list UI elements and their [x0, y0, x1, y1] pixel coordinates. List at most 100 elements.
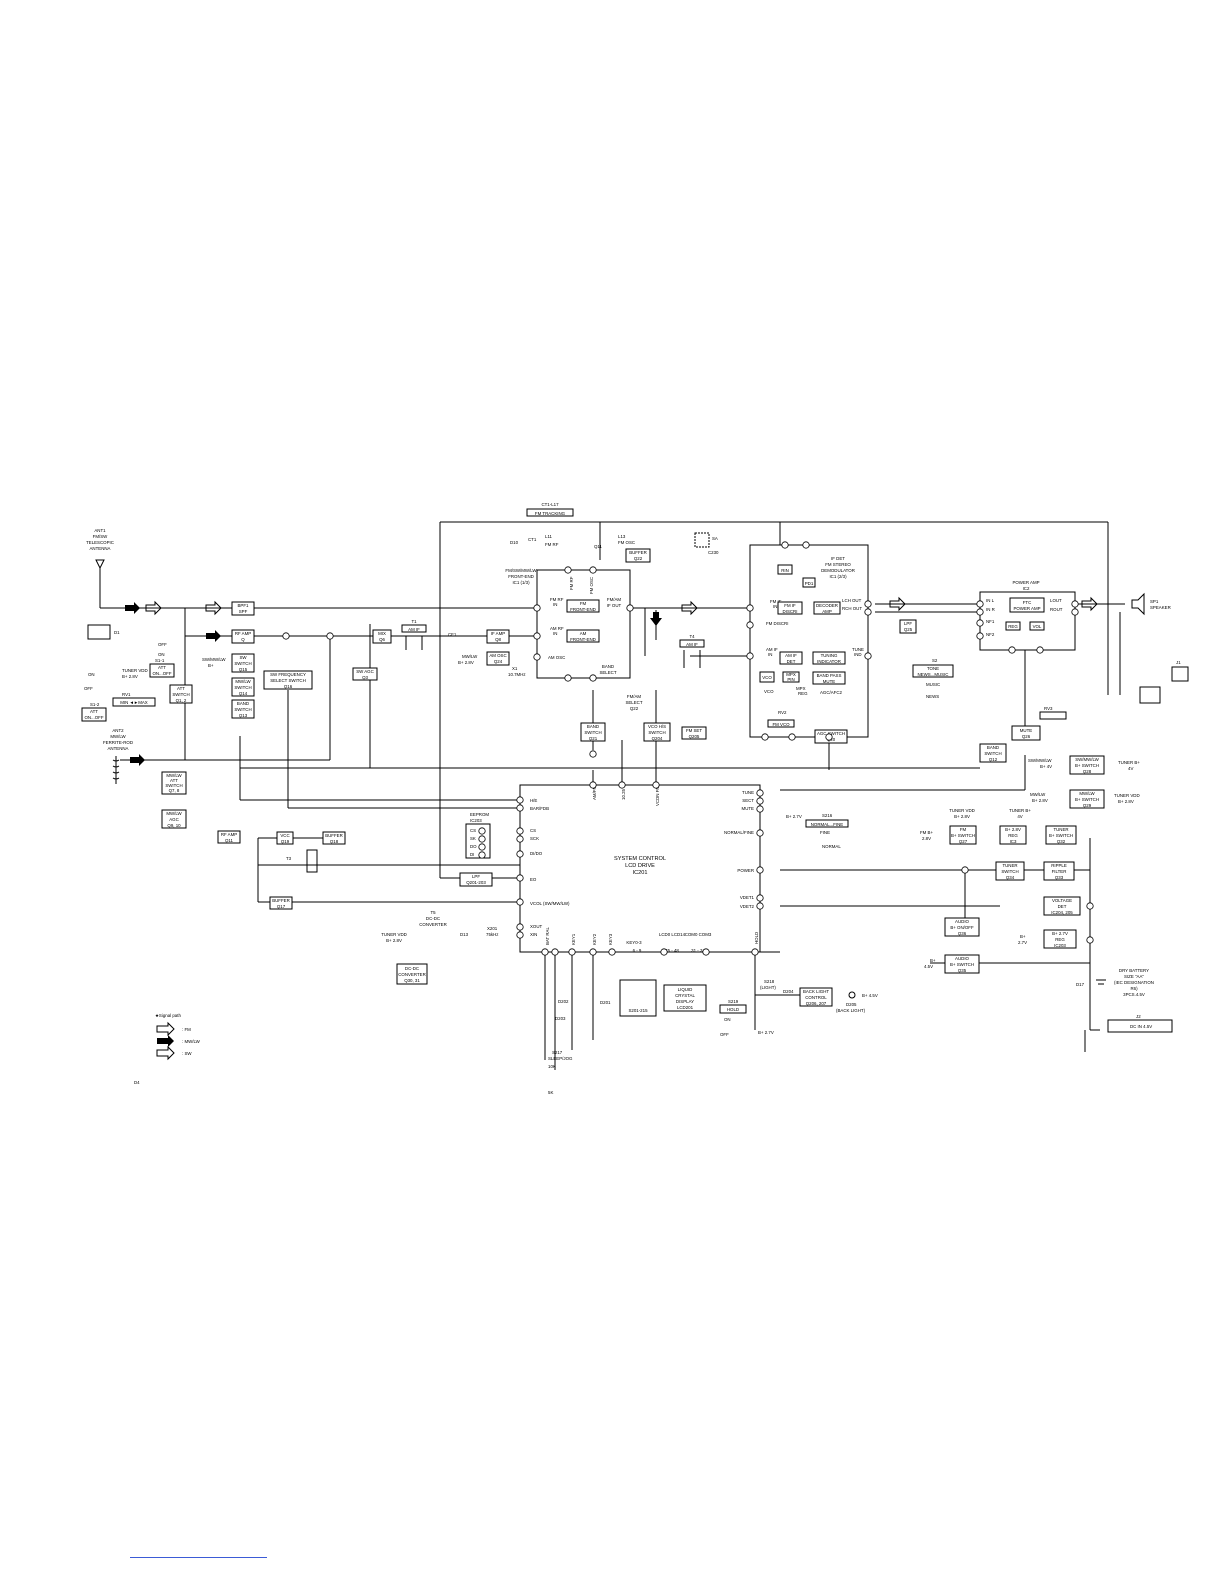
svg-text:SW: SW: [239, 655, 247, 660]
svg-text:ON: ON: [158, 652, 165, 657]
svg-text:FM IF: FM IF: [770, 599, 782, 604]
svg-text:T3: T3: [286, 856, 292, 861]
svg-text:FTC: FTC: [1023, 600, 1032, 605]
pin-marker: [568, 948, 576, 956]
rv3-volume: RV3: [1039, 706, 1067, 720]
svg-text:: MW/LW: : MW/LW: [182, 1039, 201, 1044]
svg-text:FM/SW/MW/LW: FM/SW/MW/LW: [505, 568, 537, 573]
svg-text:TUNE: TUNE: [852, 647, 864, 652]
svg-text:PIN: PIN: [787, 677, 794, 682]
svg-text:FM/AM: FM/AM: [627, 694, 641, 699]
svg-text:AMP: AMP: [822, 609, 832, 614]
svg-text:PD1: PD1: [805, 581, 814, 586]
svg-text:FERRITE-ROD: FERRITE-ROD: [103, 740, 133, 745]
svg-text:ATT: ATT: [170, 778, 178, 783]
svg-text:SPF: SPF: [239, 609, 248, 614]
lpf-q201: LPF Q201-203: [459, 872, 493, 887]
svg-text:AM IF: AM IF: [686, 642, 698, 647]
svg-text:IC2: IC2: [1023, 586, 1030, 591]
svg-text:MPX: MPX: [786, 672, 796, 677]
svg-text:4V: 4V: [1128, 766, 1133, 771]
ic1-demodulator: IF DET FM STEREO DEMODULATOR IC1 (2/3) R…: [749, 544, 869, 738]
dc-in-j2: J2 DC IN 4.5V: [1107, 1014, 1173, 1033]
svg-text:Q3: Q3: [362, 675, 368, 680]
svg-text:(LIGHT): (LIGHT): [760, 985, 776, 990]
svg-text:FRONT-END: FRONT-END: [570, 607, 596, 612]
pin-marker: [564, 566, 572, 574]
svg-text:IF OUT: IF OUT: [607, 603, 622, 608]
pin-marker: [961, 866, 969, 874]
lpf-q25: LPF Q25: [899, 619, 917, 634]
svg-text:TUNER B+: TUNER B+: [1009, 808, 1031, 813]
pin-marker: [516, 898, 524, 906]
d1-bridge: D1: [87, 624, 120, 640]
svg-text:HOLD: HOLD: [754, 932, 759, 944]
svg-text:CT1: CT1: [528, 537, 537, 542]
svg-text:35 - 48: 35 - 48: [665, 948, 679, 953]
rf-amp-q11: RF AMP Q11: [217, 830, 241, 844]
svg-text:AGC/AFC2: AGC/AFC2: [820, 690, 843, 695]
svg-text:FM: FM: [960, 827, 967, 832]
mute-q26: MUTE Q26: [1011, 725, 1041, 741]
pin-marker: [516, 850, 524, 858]
svg-text:Q: Q: [241, 637, 245, 642]
svg-text:MW/LW: MW/LW: [235, 679, 251, 684]
svg-text:IN: IN: [768, 652, 772, 657]
svg-text:BAND: BAND: [237, 701, 249, 706]
svg-text:MUSIC: MUSIC: [926, 682, 940, 687]
svg-text:Q27: Q27: [959, 839, 968, 844]
svg-text:D202: D202: [558, 999, 569, 1004]
svg-text:SPEAKER: SPEAKER: [1150, 605, 1171, 610]
svg-text:B+ 2.7V: B+ 2.7V: [758, 1030, 774, 1035]
svg-text:RIPPLE: RIPPLE: [1051, 863, 1067, 868]
svg-text:BAR/FDB: BAR/FDB: [530, 806, 549, 811]
svg-text:SW AGC: SW AGC: [356, 669, 374, 674]
svg-text:Q34: Q34: [1006, 875, 1015, 880]
svg-text:75kHz: 75kHz: [486, 932, 498, 937]
svg-text:SW/MW/LW: SW/MW/LW: [202, 657, 226, 662]
svg-text:S201-215: S201-215: [628, 1008, 648, 1013]
svg-text:SWITCH: SWITCH: [234, 661, 251, 666]
svg-text:NF1: NF1: [986, 619, 995, 624]
svg-text:SELECT: SELECT: [625, 700, 642, 705]
svg-text:D201: D201: [600, 1000, 611, 1005]
pin-marker: [660, 948, 668, 956]
svg-text:B+ 2.8V: B+ 2.8V: [1118, 799, 1134, 804]
pin-marker: [533, 632, 541, 640]
light-hold-switches: S218 (LIGHT) D204 BACK LIGHT CONTROL Q20…: [719, 979, 878, 1037]
svg-text:ATT: ATT: [90, 709, 98, 714]
svg-text:RF AMP: RF AMP: [235, 631, 251, 636]
svg-text:EO: EO: [530, 877, 537, 882]
svg-text:AM IF: AM IF: [408, 627, 420, 632]
svg-text:H/E: H/E: [530, 798, 537, 803]
svg-text:SWITCH: SWITCH: [172, 692, 189, 697]
svg-text:L11: L11: [545, 534, 553, 539]
svg-text:SELECT: SELECT: [599, 670, 616, 675]
pin-marker: [478, 827, 486, 835]
svg-text:DECODER: DECODER: [816, 603, 838, 608]
svg-text:IN R: IN R: [986, 607, 995, 612]
ic1-front-end: FM/SW/MW/LW FRONT-END IC1 (1/3) FM RF IN…: [505, 568, 631, 679]
svg-text:2.7V: 2.7V: [1018, 940, 1027, 945]
svg-text:TUNER: TUNER: [1002, 863, 1017, 868]
svg-text:BAND: BAND: [602, 664, 614, 669]
svg-text:SWITCH: SWITCH: [234, 685, 251, 690]
svg-text:BUFFER: BUFFER: [325, 833, 343, 838]
svg-text:BAT RAL: BAT RAL: [545, 927, 550, 945]
buffer-q18: BUFFER Q18 T3: [286, 831, 346, 873]
svg-text:FM STEREO: FM STEREO: [825, 562, 851, 567]
svg-text:XOUT: XOUT: [530, 924, 543, 929]
sw-switch-block: SW SWITCH Q15 SW/MW/LW B+: [202, 653, 255, 673]
svg-text:RCH OUT: RCH OUT: [842, 606, 862, 611]
svg-text:Q29: Q29: [1083, 803, 1092, 808]
svg-text:B+ SWITCH: B+ SWITCH: [1049, 833, 1073, 838]
pin-marker: [746, 652, 754, 660]
svg-text:4.5V: 4.5V: [924, 964, 933, 969]
svg-text:B+ 2.8V: B+ 2.8V: [458, 660, 474, 665]
svg-text:AM: AM: [580, 631, 587, 636]
tone-switch-s2: S2 TONE NEWS...MUSIC MUSIC NEWS: [912, 658, 954, 699]
svg-text:Q7, 8: Q7, 8: [169, 788, 180, 793]
svg-text:SW FREQUENCY: SW FREQUENCY: [270, 672, 306, 677]
svg-text:Q22: Q22: [634, 556, 643, 561]
